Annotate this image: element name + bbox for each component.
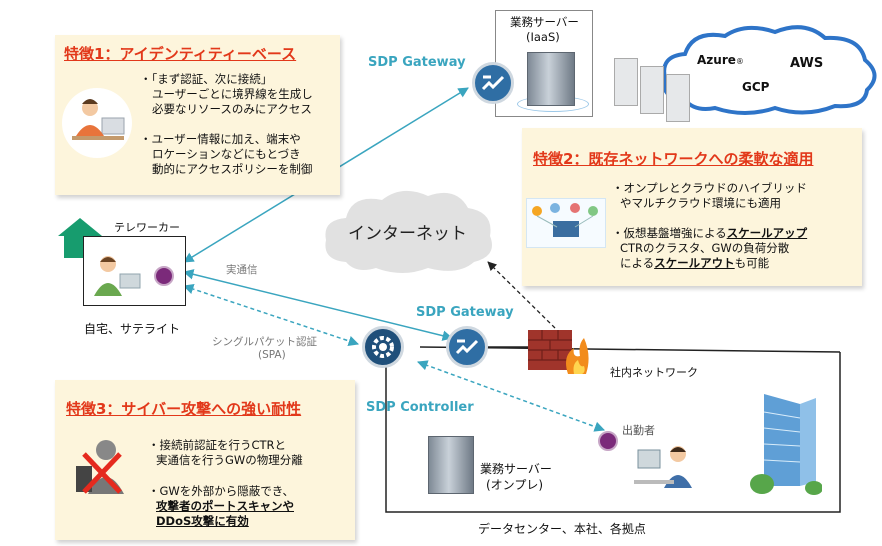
internet-cloud-shape: [325, 190, 492, 273]
sdp-gateway-mid-icon: [446, 326, 488, 368]
public-cloud-shape: [662, 25, 877, 115]
feature3-bullet2-line2: 攻撃者のポートスキャンや: [156, 499, 294, 513]
cloud-server-1: [614, 58, 638, 106]
sdp-gateway-top-label: SDP Gateway: [368, 55, 466, 70]
feature2-title: 特徴2：既存ネットワークへの柔軟な適用: [533, 150, 814, 168]
feature3-bullet2-line3: DDoS攻撃に有効: [156, 514, 249, 528]
feature1-bullet2-line1: ・ユーザー情報に加え、端末や: [140, 132, 301, 146]
feature1-bullet1-line2: ユーザーごとに境界線を生成し: [152, 87, 313, 101]
attacker-blocked-illustration: [68, 434, 138, 504]
spa-label-1: シングルパケット認証: [212, 336, 317, 348]
cloud-aws-label: AWS: [790, 56, 824, 71]
sdp-controller-icon: [362, 326, 404, 368]
onprem-server-label-2: (オンプレ): [486, 478, 544, 492]
spa-label-2: (SPA): [258, 349, 286, 361]
iaas-server-label-1: 業務サーバー: [510, 15, 579, 29]
onprem-server-icon: [428, 436, 474, 494]
feature1-bullet2-line3: 動的にアクセスポリシーを制御: [152, 162, 313, 176]
feature3-title: 特徴3：サイバー攻撃への強い耐性: [66, 400, 302, 418]
sdp-gateway-mid-label: SDP Gateway: [416, 305, 514, 320]
office-worker-illustration: [634, 442, 700, 494]
teleworker-label: テレワーカー: [114, 221, 180, 234]
feature1-title: 特徴1：アイデンティティーベース: [64, 45, 297, 63]
sdp-controller-label: SDP Controller: [366, 400, 474, 415]
feature3-note: [55, 380, 355, 540]
feature3-bullet1-line2: 実通信を行うGWの物理分離: [156, 453, 303, 467]
real-comm-label: 実通信: [226, 264, 258, 276]
feature2-bullet2-line3: によるスケールアウトも可能: [620, 256, 770, 270]
teleworker-user-icon: [154, 266, 174, 286]
feature3-bullet2-line1: ・GWを外部から隠蔽でき、: [148, 484, 294, 498]
feature2-bullet2-line1: ・仮想基盤増強によるスケールアップ: [612, 226, 808, 240]
network-people-illustration: [526, 198, 606, 248]
iaas-server-label-2: (IaaS): [526, 30, 560, 44]
sdp-gateway-top-icon: [472, 62, 514, 104]
worker-label: 出勤者: [622, 424, 655, 437]
user-at-desk-illustration: [62, 88, 132, 158]
cloud-server-3: [666, 74, 690, 122]
internal-network-label: 社内ネットワーク: [610, 366, 698, 379]
feature1-bullet2-line2: ロケーションなどにもとづき: [152, 147, 301, 161]
datacenter-label: データセンター、本社、各拠点: [478, 522, 646, 536]
cloud-gcp-label: GCP: [742, 80, 770, 94]
feature1-bullet1-line1: ・「まず認証、次に接続」: [140, 72, 273, 86]
cloud-azure-label: Azure®: [697, 53, 744, 67]
onprem-server-label-1: 業務サーバー: [480, 462, 552, 476]
cloud-server-2: [640, 66, 664, 114]
feature3-bullet1-line1: ・接続前認証を行うCTRと: [148, 438, 287, 452]
worker-user-icon: [598, 431, 618, 451]
feature1-bullet1-line3: 必要なリソースのみにアクセス: [152, 102, 312, 116]
firewall-icon: [528, 326, 590, 378]
home-satellite-label: 自宅、サテライト: [84, 322, 181, 336]
feature2-bullet1-line2: やマルチクラウド環境にも適用: [620, 196, 781, 210]
feature2-bullet2-line2: CTRのクラスタ、GWの負荷分散: [620, 241, 790, 255]
teleworker-person-illustration: [92, 252, 144, 298]
feature2-bullet1-line1: ・オンプレとクラウドのハイブリッド: [612, 181, 807, 195]
internet-label: インターネット: [348, 224, 467, 244]
office-building-icon: [750, 388, 823, 496]
iaas-server-icon: [527, 52, 575, 106]
